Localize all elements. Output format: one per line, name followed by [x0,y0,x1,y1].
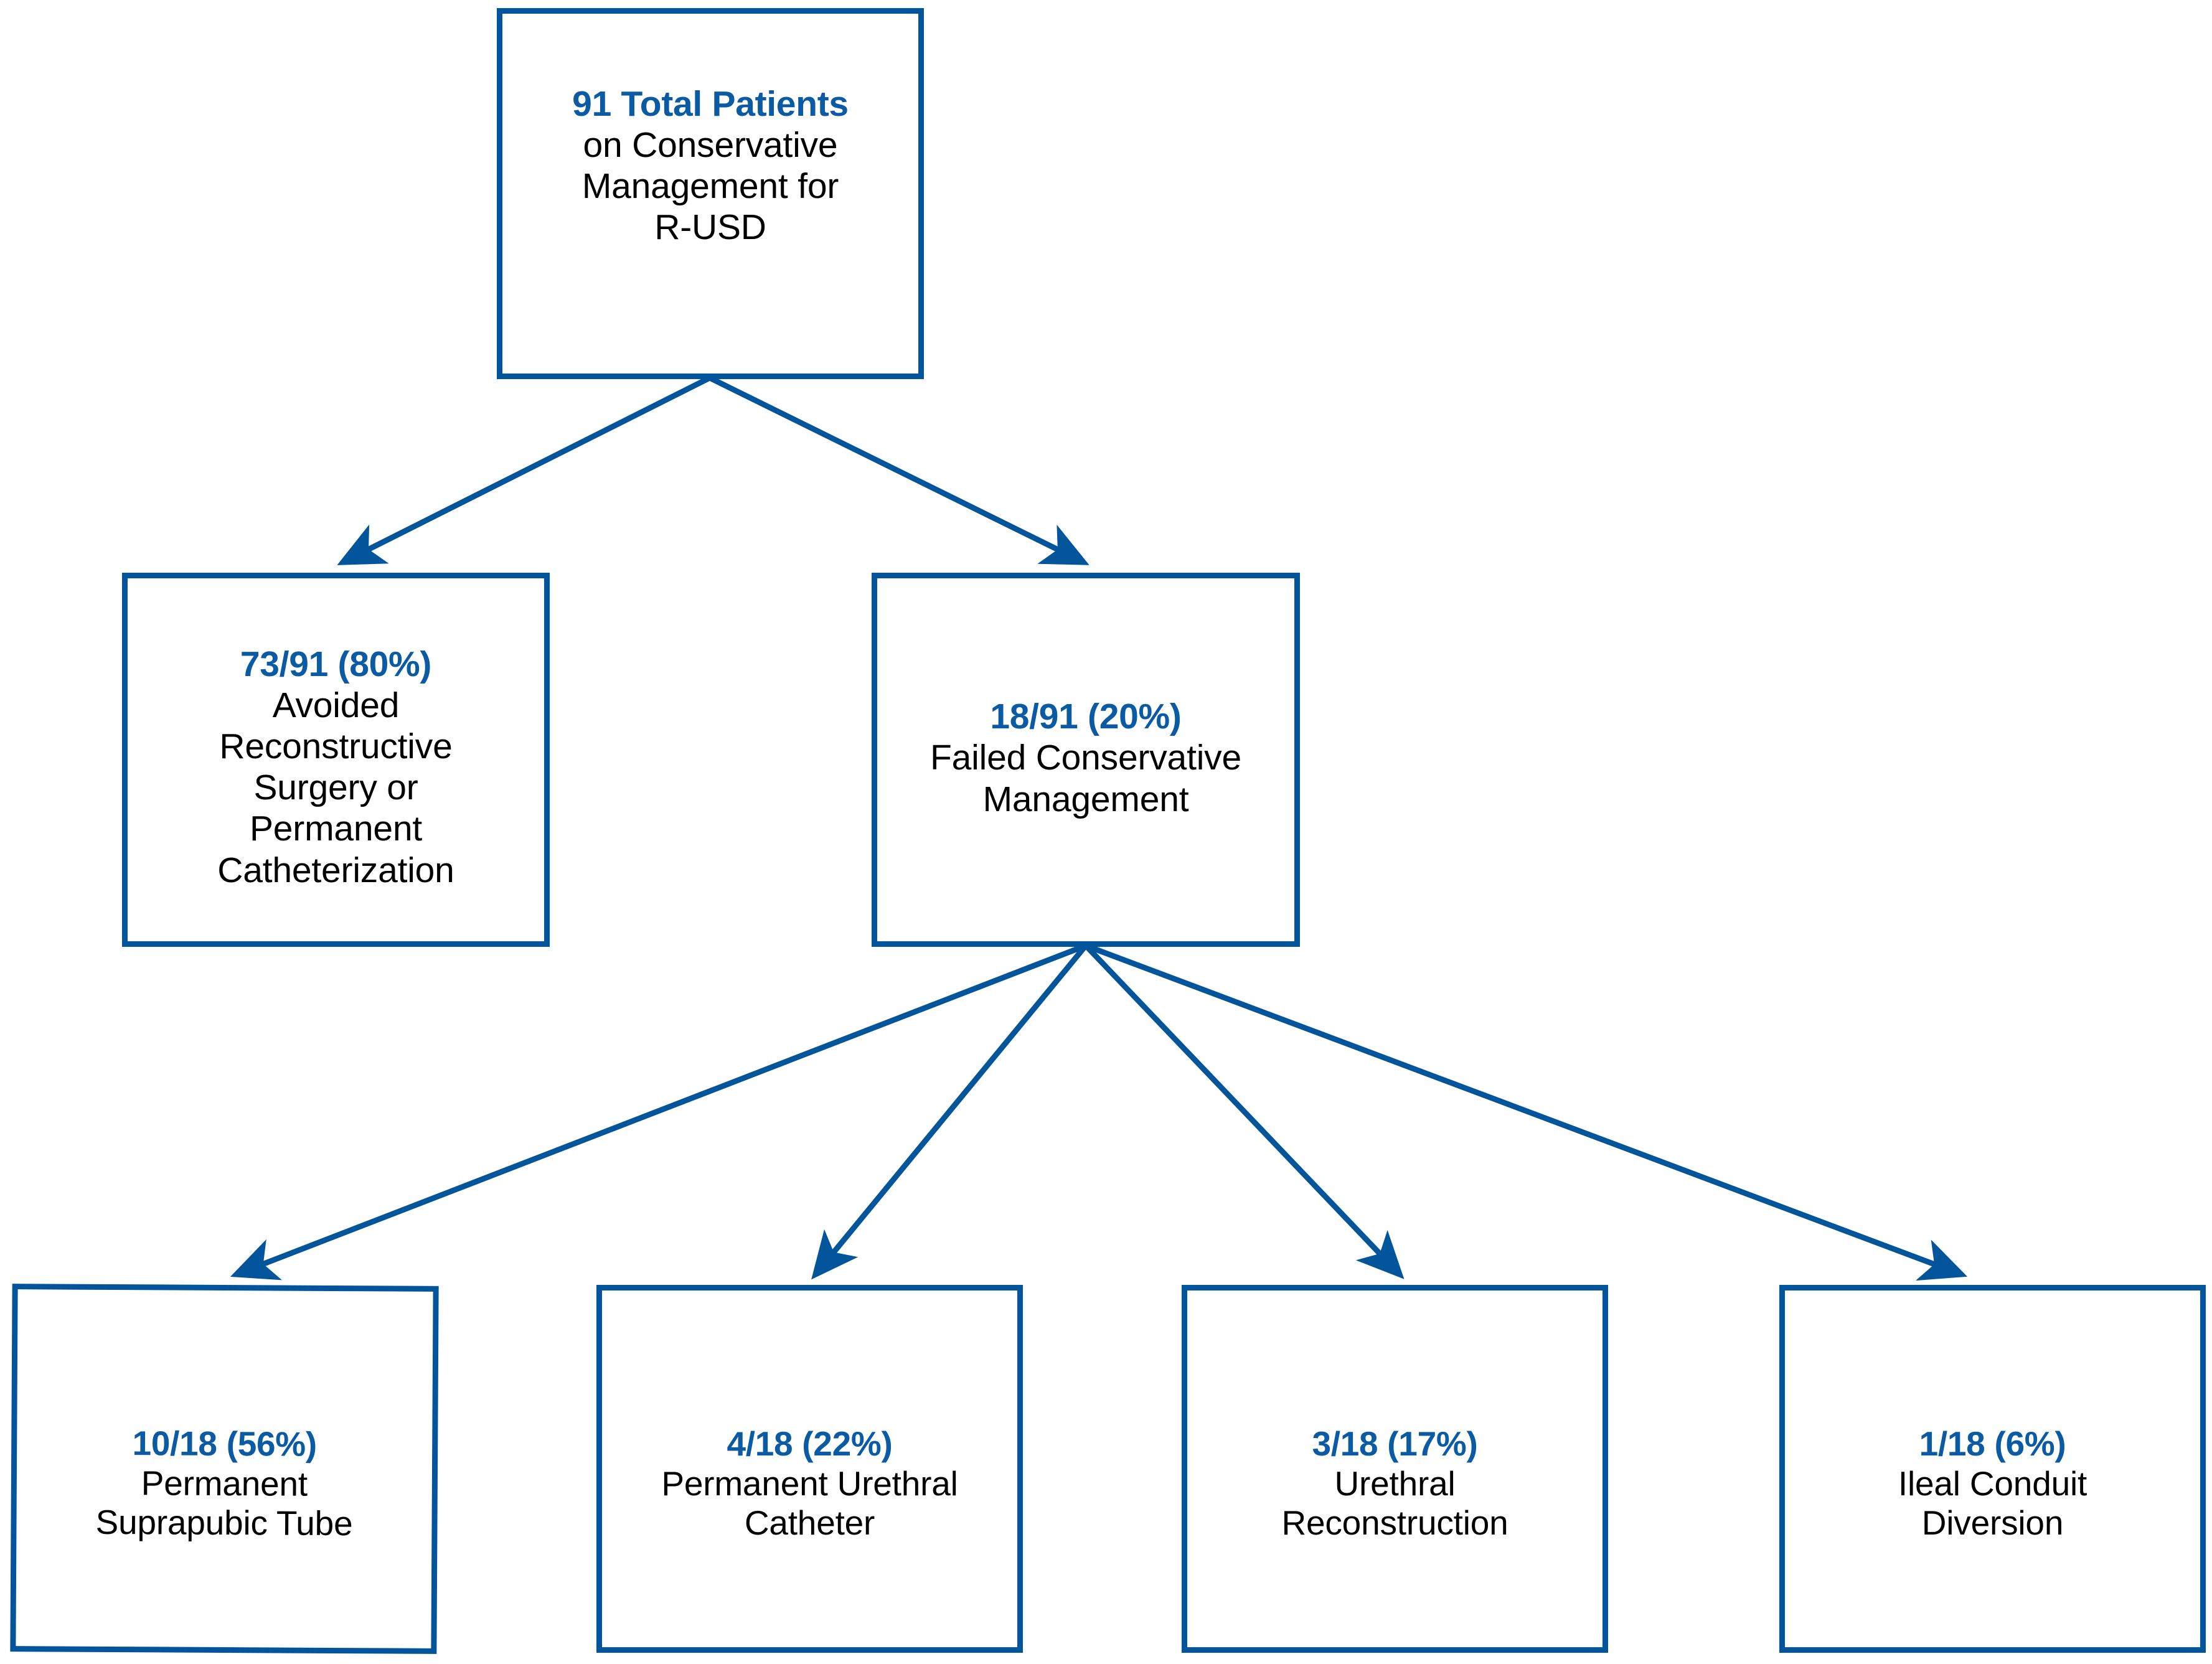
node-avoided-surgery: 73/91 (80%) Avoided Reconstructive Surge… [122,573,550,947]
node-permanent-urethral-catheter: 4/18 (22%) Permanent Urethral Catheter [596,1285,1023,1653]
node-label: Urethral Reconstruction [1281,1464,1508,1543]
node-text-block: 18/91 (20%) Failed Conservative Manageme… [930,696,1241,819]
node-stat: 10/18 (56%) [132,1423,318,1464]
node-text-block: 3/18 (17%) Urethral Reconstruction [1281,1424,1508,1543]
node-ileal-conduit-diversion: 1/18 (6%) Ileal Conduit Diversion [1779,1285,2206,1653]
node-text-block: 73/91 (80%) Avoided Reconstructive Surge… [217,644,454,891]
node-urethral-reconstruction: 3/18 (17%) Urethral Reconstruction [1182,1285,1608,1653]
node-failed-conservative-management: 18/91 (20%) Failed Conservative Manageme… [872,573,1300,947]
node-text-block: 10/18 (56%) Permanent Suprapubic Tube [95,1424,353,1544]
edge-failed-to-ileal-conduit [1085,942,1968,1281]
node-label: Failed Conservative Management [930,738,1241,819]
edge-root-to-failed [708,375,1090,565]
node-stat: 91 Total Patients [572,84,849,124]
node-text-block: 4/18 (22%) Permanent Urethral Catheter [661,1424,958,1543]
node-label: Permanent Suprapubic Tube [95,1463,353,1543]
node-text-block: 1/18 (6%) Ileal Conduit Diversion [1898,1424,2087,1543]
node-stat: 3/18 (17%) [1312,1424,1478,1463]
edge-failed-to-urethral-reconstruction [1083,943,1405,1279]
edge-root-to-avoided [337,375,712,565]
edge-failed-to-suprapubic-tube [230,942,1087,1281]
node-stat: 18/91 (20%) [990,697,1182,737]
node-stat: 73/91 (80%) [240,644,432,684]
node-permanent-suprapubic-tube: 10/18 (56%) Permanent Suprapubic Tube [10,1284,439,1654]
edge-failed-to-urethral-catheter [811,944,1088,1280]
node-label: Avoided Reconstructive Surgery or Perman… [217,685,454,890]
node-text-block: 91 Total Patients on Conservative Manage… [572,83,849,248]
node-label: Ileal Conduit Diversion [1898,1464,2087,1543]
node-total-patients: 91 Total Patients on Conservative Manage… [497,8,924,379]
node-stat: 1/18 (6%) [1919,1424,2066,1463]
node-label: Permanent Urethral Catheter [661,1464,958,1543]
node-stat: 4/18 (22%) [727,1424,893,1463]
node-label: on Conservative Management for R-USD [581,125,839,248]
